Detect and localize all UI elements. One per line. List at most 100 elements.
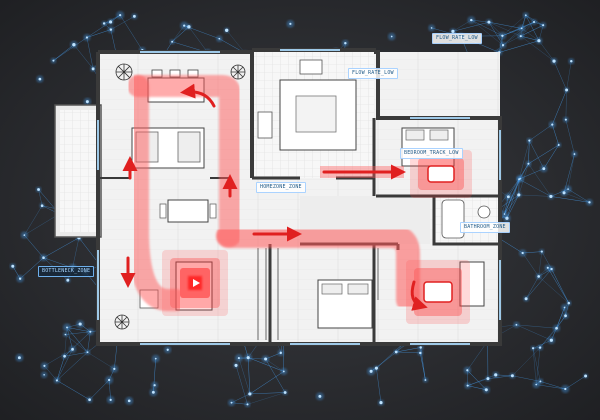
network-link (376, 351, 397, 369)
network-node (562, 191, 566, 195)
network-link (516, 324, 557, 329)
network-node (506, 195, 510, 199)
network-link (64, 352, 88, 357)
table-icon (159, 199, 217, 223)
label-balcony: BOTTLENECK_ZONE (38, 266, 95, 277)
network-link (522, 252, 539, 277)
direction-arrow (180, 83, 216, 108)
network-link (552, 89, 567, 125)
bathtub-icon (441, 199, 491, 239)
network-node (549, 194, 553, 199)
network-link (538, 276, 569, 304)
network-node (71, 347, 74, 351)
network-node (283, 391, 287, 394)
network-node (66, 326, 68, 329)
network-node (369, 369, 373, 373)
network-node (564, 387, 567, 391)
network-node (119, 14, 122, 17)
network-node (501, 34, 504, 37)
network-node (539, 380, 542, 383)
network-node (248, 392, 252, 396)
network-node (102, 22, 106, 25)
network-link (528, 163, 552, 197)
network-node (394, 350, 398, 354)
network-link (238, 357, 251, 394)
network-node (85, 100, 89, 104)
network-link (566, 61, 572, 90)
network-node (11, 264, 15, 268)
network-link (536, 384, 566, 390)
play-icon (193, 279, 200, 287)
armchair-icon (459, 261, 485, 307)
network-node (470, 18, 473, 22)
network-link (538, 40, 555, 62)
network-node (424, 379, 427, 381)
network-node (584, 374, 588, 378)
network-node (374, 366, 378, 370)
network-link (172, 26, 190, 42)
network-link (471, 19, 503, 37)
network-node (528, 139, 531, 142)
network-node (113, 367, 116, 371)
network-link (235, 365, 248, 405)
network-node (127, 399, 131, 403)
network-link (488, 21, 522, 29)
stove-icon (299, 59, 323, 75)
network-link (238, 357, 266, 360)
network-link (249, 392, 286, 395)
network-link (525, 276, 539, 299)
network-link (552, 124, 559, 146)
network-link (376, 368, 382, 403)
network-link (518, 140, 530, 180)
network-link (396, 351, 421, 354)
network-link (565, 119, 575, 155)
network-link (53, 37, 88, 61)
network-link (396, 347, 421, 353)
network-node (524, 14, 527, 17)
network-node (518, 178, 521, 181)
network-link (487, 375, 513, 379)
network-node (517, 193, 521, 197)
network-link (516, 324, 552, 341)
network-link (525, 15, 540, 41)
network-node (430, 27, 433, 29)
direction-arrows (120, 83, 428, 311)
network-node (563, 306, 566, 309)
network-link (44, 349, 73, 367)
network-node (419, 346, 422, 349)
network-link (512, 347, 541, 376)
network-node (538, 346, 542, 349)
kitchen-island-icon (257, 59, 357, 151)
network-link (499, 40, 540, 53)
network-link (543, 144, 559, 169)
network-node (519, 35, 522, 38)
network-link (565, 375, 586, 390)
network-node (154, 357, 157, 360)
network-link (532, 348, 541, 382)
network-link (53, 44, 75, 61)
network-node (237, 356, 240, 360)
network-node (555, 326, 558, 330)
network-link (87, 352, 115, 370)
network-link (19, 257, 44, 279)
network-link (265, 358, 284, 372)
network-link (38, 189, 43, 206)
network-node (588, 201, 591, 204)
network-link (86, 37, 94, 69)
network-link (547, 267, 569, 304)
network-node (564, 314, 567, 318)
network-link (567, 154, 575, 190)
network-link (551, 268, 570, 304)
network-link (502, 15, 526, 36)
network-node (537, 39, 541, 43)
network-node (52, 59, 55, 62)
network-link (525, 268, 552, 299)
network-link (86, 29, 111, 38)
network-link (56, 380, 90, 400)
network-link (467, 374, 496, 386)
network-link (539, 328, 557, 348)
network-link (24, 213, 60, 236)
network-link (518, 194, 551, 197)
network-link (563, 192, 590, 203)
